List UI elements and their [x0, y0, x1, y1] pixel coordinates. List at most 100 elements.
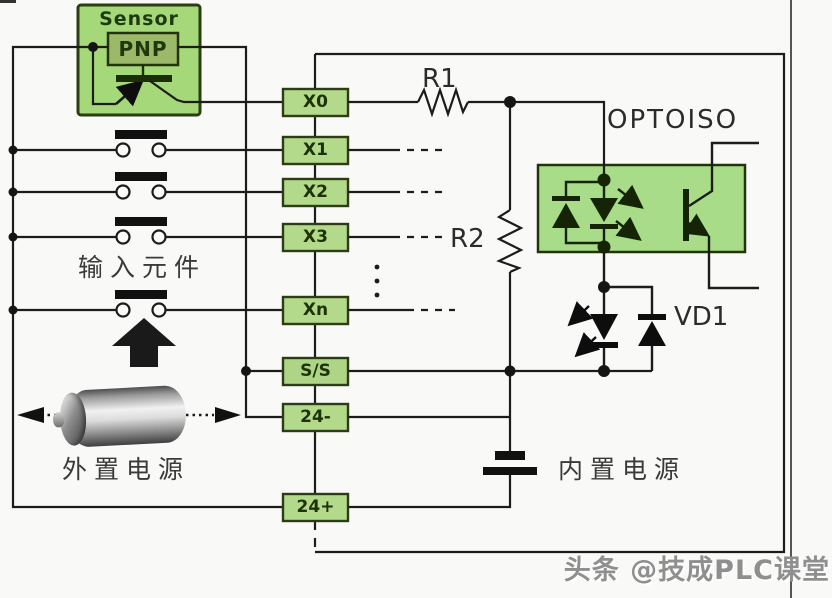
led-down-triangle — [590, 198, 618, 222]
up-arrow-icon — [112, 318, 176, 367]
transistor-base-bar — [116, 75, 172, 82]
switch-contact — [151, 142, 167, 158]
light-arrow-icon — [567, 301, 594, 327]
internal-wiring — [348, 86, 652, 509]
phototransistor-collector — [688, 141, 759, 208]
vd1-diode-triangle — [638, 321, 666, 346]
junction-dot — [8, 305, 18, 315]
resistor-r1-zigzag — [417, 86, 469, 118]
indicator-led-cathode-bar — [590, 342, 618, 348]
pnp-label: PNP — [118, 37, 168, 61]
plc-boundary — [313, 52, 786, 554]
ellipsis-dot — [374, 292, 380, 298]
light-arrow-icon — [574, 332, 601, 358]
terminal-label-x3: X3 — [303, 227, 328, 247]
switch-actuator — [115, 217, 167, 226]
emitter-arrow — [115, 79, 144, 107]
sensor-common-wire — [178, 45, 283, 419]
resistor-r2-zigzag — [496, 209, 524, 274]
external-battery-image — [52, 384, 188, 449]
switch-contact — [115, 184, 131, 200]
terminal-label-ss: S/S — [300, 361, 331, 381]
terminal-label-x2: X2 — [303, 182, 328, 202]
external-wiring — [11, 45, 283, 509]
light-arrow-icon — [615, 216, 642, 241]
terminal-label-x0: X0 — [303, 92, 328, 112]
watermark-text: 头条 @技成PLC课堂 — [563, 555, 830, 586]
left-bus-wire — [11, 45, 283, 509]
led-vd1-group — [567, 285, 666, 371]
led-down-cathode-bar — [590, 224, 618, 229]
vd1-lead-top — [604, 285, 654, 314]
junction-dot — [88, 42, 98, 52]
terminal-box-x3 — [281, 222, 350, 253]
switch-2 — [115, 172, 167, 200]
led-up-triangle — [552, 203, 580, 228]
scan-artifact — [0, 0, 16, 3]
right-arrowhead-icon — [215, 407, 241, 423]
terminal-box-x2 — [281, 177, 350, 208]
input-elements-label: 输入元件 — [78, 253, 207, 282]
terminal-box-24minus — [281, 402, 350, 433]
switch-n — [115, 290, 167, 318]
led-left-bottom-lead — [564, 228, 604, 245]
phototransistor-base-bar — [683, 189, 689, 241]
external-power-label: 外置电源 — [62, 455, 191, 484]
junction-dot — [8, 187, 18, 197]
junction-dot — [597, 240, 611, 254]
ellipsis-dot — [374, 278, 380, 284]
ellipsis-dot — [374, 264, 380, 270]
terminal-label-xn: Xn — [302, 300, 329, 320]
wire-battery-to-24plus — [348, 475, 512, 509]
continuation-ellipsis — [374, 264, 380, 298]
junction-dot — [241, 366, 251, 376]
terminal-box-xn — [281, 295, 350, 326]
left-arrowhead-icon — [17, 407, 44, 423]
switch-contact — [115, 229, 131, 245]
vd1-label: VD1 — [674, 302, 729, 332]
terminal-label-24minus: 24- — [300, 407, 331, 427]
junction-dot — [504, 96, 516, 108]
sensor-title: Sensor — [99, 8, 179, 30]
switch-1 — [115, 130, 167, 158]
battery-plate-short — [495, 451, 525, 460]
plc-boundary-outline — [315, 52, 786, 554]
battery-terminal-nub — [52, 412, 65, 428]
internal-power-label: 内置电源 — [558, 455, 687, 484]
junction-dot — [597, 173, 611, 187]
pnp-box — [106, 31, 180, 67]
internal-battery-symbol — [483, 451, 537, 475]
switch-actuator — [115, 130, 167, 139]
external-battery-axis — [17, 407, 241, 423]
indicator-led-triangle — [590, 314, 618, 340]
led-up-cathode-bar — [552, 196, 580, 201]
pnp-transistor-symbol — [91, 47, 283, 107]
terminal-label-24plus: 24+ — [296, 497, 335, 517]
junction-dot — [598, 365, 610, 377]
emitter-wire — [91, 47, 116, 106]
junction-dot — [8, 145, 18, 155]
junction-dot — [598, 281, 610, 293]
junction-dot — [504, 365, 516, 377]
switch-actuator — [115, 172, 167, 181]
phototransistor-emitter-arrow — [683, 213, 711, 237]
terminal-label-x1: X1 — [303, 140, 328, 160]
r1-label: R1 — [422, 64, 457, 94]
optoiso-label: OPTOISO — [607, 105, 739, 135]
input-switches — [115, 130, 167, 318]
junction-dot — [8, 232, 18, 242]
switch-contact — [151, 229, 167, 245]
switch-3 — [115, 217, 167, 245]
terminal-box-x0 — [281, 87, 350, 118]
junction-dots — [8, 42, 611, 377]
switch-contact — [151, 302, 167, 318]
collector-wire-to-x0 — [149, 80, 283, 104]
switch-contact — [115, 302, 131, 318]
phototransistor-emitter — [707, 236, 759, 290]
vd1-cathode-bar — [638, 314, 666, 320]
optocoupler-internals — [552, 141, 759, 290]
r2-label: R2 — [450, 224, 485, 254]
switch-contact — [151, 184, 167, 200]
